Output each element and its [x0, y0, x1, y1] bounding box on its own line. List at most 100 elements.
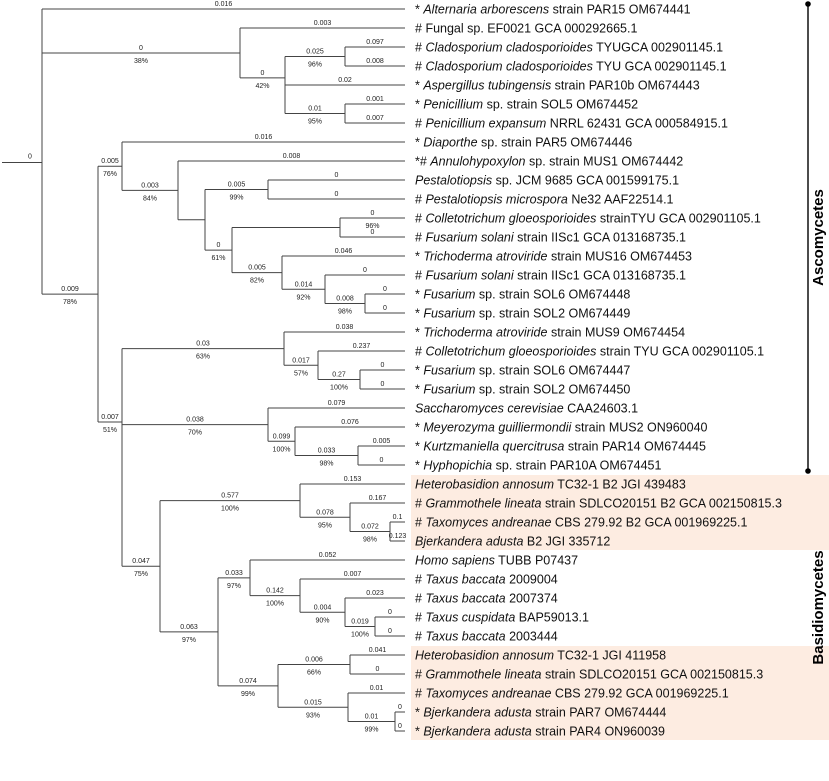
bootstrap-value: 97%: [227, 583, 241, 590]
bootstrap-value: 98%: [338, 309, 352, 316]
branch-length: 0.099: [273, 433, 291, 440]
branch-length: 0.014: [295, 281, 313, 288]
taxon-label: # Grammothele lineata strain SDLCO20151 …: [415, 497, 782, 511]
taxon-label: # Cladosporium cladosporioides TYU GCA 0…: [415, 60, 727, 74]
taxon-label: * Fusarium sp. strain SOL6 OM674448: [415, 288, 630, 302]
clade-highlight: [411, 475, 829, 550]
taxon-label: # Colletotrichum gloeosporioides strainT…: [415, 212, 761, 226]
taxon-label: # Taxus cuspidata BAP59013.1: [415, 611, 589, 625]
taxon-label: Heterobasidion annosum TC32-1 JGI 411958: [415, 649, 666, 663]
branch-length: 0.017: [292, 357, 310, 364]
taxon-label: # Fusarium solani strain IISc1 GCA 01316…: [415, 269, 686, 283]
bootstrap-value: 75%: [134, 571, 148, 578]
branch-length: 0: [380, 457, 384, 464]
taxon-label: * Meyerozyma guilliermondii strain MUS2 …: [415, 421, 708, 435]
branch-length: 0.033: [318, 448, 336, 455]
bootstrap-value: 97%: [182, 637, 196, 644]
bootstrap-value: 95%: [308, 119, 322, 126]
taxon-label: Heterobasidion annosum TC32-1 B2 JGI 439…: [415, 478, 686, 492]
branch-length: 0.142: [266, 588, 284, 595]
bootstrap-value: 57%: [294, 370, 308, 377]
branch-length: 0.047: [132, 558, 150, 565]
taxon-label: # Pestalotiopsis microspora Ne32 AAF2251…: [415, 193, 674, 207]
branch-length: 0.019: [351, 619, 369, 626]
taxon-label: * Penicillium sp. strain SOL5 OM674452: [415, 98, 638, 112]
branch-length: 0: [381, 381, 385, 388]
bootstrap-value: 51%: [103, 427, 117, 434]
branch-length: 0.001: [366, 96, 384, 103]
taxon-label: Bjerkandera adusta B2 JGI 335712: [415, 535, 610, 549]
branch-length: 0.577: [221, 493, 239, 500]
branch-length: 0.007: [344, 571, 362, 578]
branch-length: 0: [383, 286, 387, 293]
bootstrap-value: 100%: [273, 446, 291, 453]
taxon-label: *# Annulohypoxylon sp. strain MUS1 OM674…: [415, 155, 683, 169]
taxon-label: * Alternaria arborescens strain PAR15 OM…: [415, 3, 691, 17]
ascomycetes-label: Ascomycetes: [810, 189, 827, 286]
bootstrap-value: 38%: [134, 58, 148, 65]
taxon-label: # Fusarium solani strain IISc1 GCA 01316…: [415, 231, 686, 245]
taxon-labels: * Alternaria arborescens strain PAR15 OM…: [415, 3, 782, 739]
branch-length: 0.038: [186, 417, 204, 424]
basidiomycete-highlights: [411, 475, 829, 740]
branch-labels: 00.016038%0.003042%0.02596%0.0970.0080.0…: [28, 1, 406, 734]
branch-length: 0.008: [283, 153, 301, 160]
taxon-label: # Taxomyces andreanae CBS 279.92 B2 GCA …: [415, 516, 747, 530]
taxon-label: Pestalotiopsis sp. JCM 9685 GCA 00159917…: [415, 174, 679, 188]
bootstrap-value: 98%: [319, 461, 333, 468]
bootstrap-value: 90%: [315, 617, 329, 624]
branch-length: 0.033: [225, 570, 243, 577]
branch-length: 0: [261, 70, 265, 77]
bootstrap-value: 93%: [306, 712, 320, 719]
branch-length: 0: [376, 666, 380, 673]
branch-length: 0: [398, 704, 402, 711]
branch-length: 0.005: [228, 182, 246, 189]
tree-branches: [2, 8, 405, 732]
branch-length: 0.046: [335, 248, 353, 255]
branch-length: 0.02: [338, 77, 352, 84]
branch-length: 0.01: [308, 106, 322, 113]
branch-length: 0.078: [316, 509, 334, 516]
bootstrap-value: 76%: [103, 171, 117, 178]
bootstrap-value: 84%: [143, 195, 157, 202]
branch-length: 0.076: [341, 419, 359, 426]
branch-length: 0.003: [141, 182, 159, 189]
taxon-label: * Bjerkandera adusta strain PAR7 OM67444…: [415, 706, 666, 720]
bootstrap-value: 100%: [266, 601, 284, 608]
branch-length: 0.023: [366, 590, 384, 597]
branch-length: 0.008: [336, 296, 354, 303]
taxon-label: * Fusarium sp. strain SOL2 OM674449: [415, 307, 630, 321]
branch-length: 0: [371, 229, 375, 236]
branch-length: 0.025: [306, 49, 324, 56]
bootstrap-value: 100%: [330, 385, 348, 392]
branch-length: 0.074: [239, 678, 257, 685]
branch-length: 0.009: [61, 286, 79, 293]
branch-length: 0.153: [344, 476, 362, 483]
taxon-label: # Cladosporium cladosporioides TYUGCA 00…: [415, 41, 723, 55]
branch-length: 0.005: [373, 438, 391, 445]
branch-length: 0: [388, 628, 392, 635]
bracket-end-dot: [805, 1, 811, 7]
taxon-label: * Fusarium sp. strain SOL2 OM674450: [415, 383, 630, 397]
branch-length: 0.123: [389, 533, 407, 540]
bracket-end-dot: [805, 468, 811, 474]
branch-length: 0.016: [215, 1, 233, 8]
branch-length: 0.237: [353, 343, 371, 350]
taxon-label: * Kurtzmaniella quercitrusa strain PAR14…: [415, 440, 706, 454]
taxon-label: * Hyphopichia sp. strain PAR10A OM674451: [415, 459, 661, 473]
branch-length: 0.27: [332, 372, 346, 379]
taxon-label: # Grammothele lineata strain SDLCO20151 …: [415, 668, 763, 682]
bootstrap-value: 78%: [63, 299, 77, 306]
branch-length: 0.041: [369, 647, 387, 654]
taxon-label: * Trichoderma atroviride strain MUS16 OM…: [415, 250, 692, 264]
branch-length: 0.01: [365, 714, 379, 721]
branch-length: 0.1: [393, 514, 403, 521]
taxon-label: # Taxus baccata 2007374: [415, 592, 558, 606]
branch-length: 0.007: [101, 414, 119, 421]
bootstrap-value: 82%: [250, 278, 264, 285]
bootstrap-value: 100%: [221, 506, 239, 513]
branch-length: 0.005: [101, 158, 119, 165]
branch-length: 0.097: [366, 39, 384, 46]
